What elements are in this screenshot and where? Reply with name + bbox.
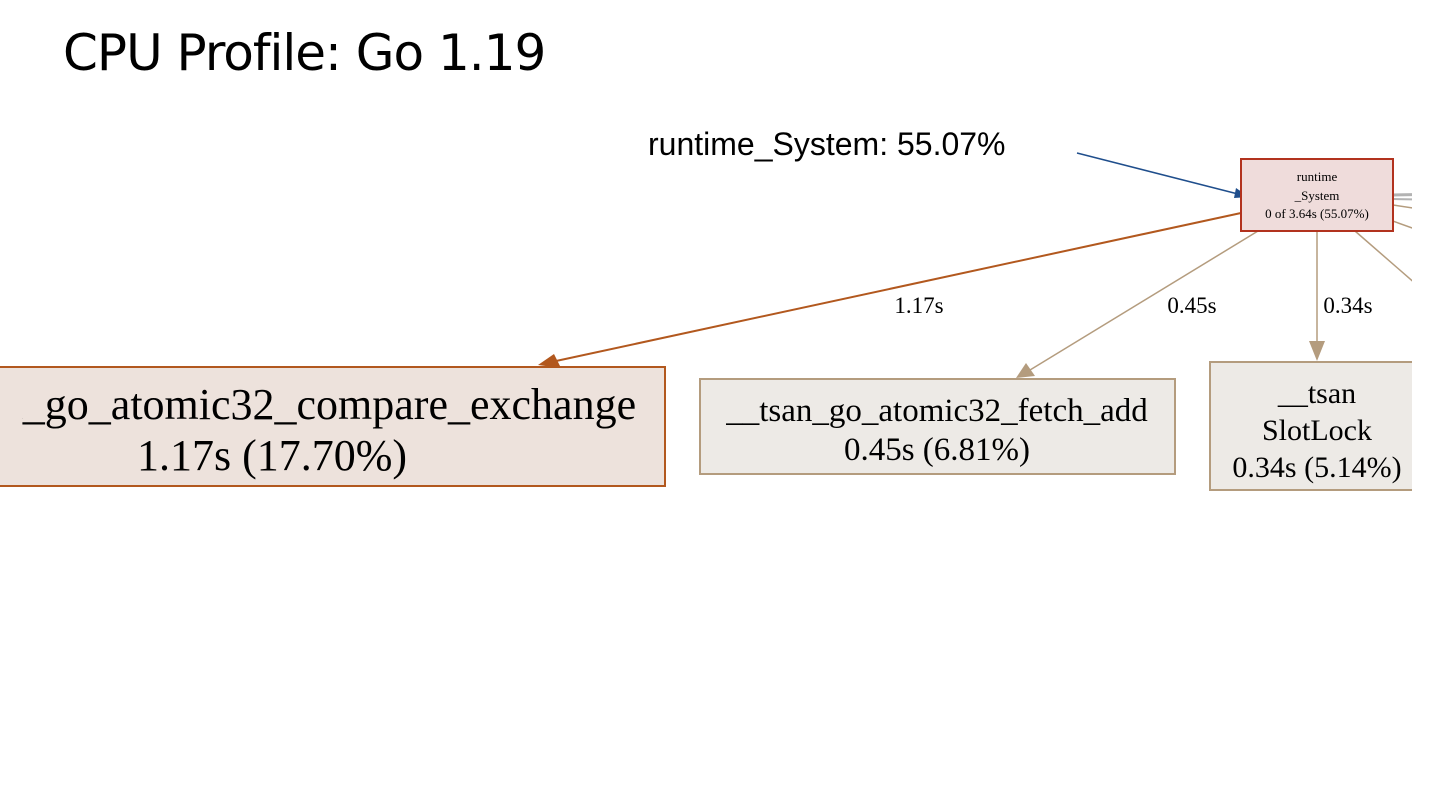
edge-slotlock: 0.34s [1309,231,1373,361]
edge-fetch-add: 0.45s [1016,230,1259,378]
node-value: 0.34s (5.14%) [1232,451,1401,484]
node-value: 0 of 3.64s (55.07%) [1265,206,1369,221]
node-name: __tsan_go_atomic32_compare_exchange [0,380,636,429]
edge-compare-exchange: 1.17s [538,212,1242,368]
node-name: _System [1294,188,1340,203]
edge-label: 1.17s [894,293,943,318]
node-name: __tsan_go_atomic32_fetch_add [725,393,1148,429]
node-runtime-system[interactable]: runtime _System 0 of 3.64s (55.07%) [1240,158,1394,232]
node-name: __tsan [1277,377,1356,410]
node-name: runtime [1297,169,1338,184]
callout-arrow [1076,152,1249,198]
node-value: 0.45s (6.81%) [844,432,1030,468]
callout-label: runtime_System: 55.07% [648,126,1006,162]
node-compare-exchange[interactable]: __tsan_go_atomic32_compare_exchange 1.17… [0,366,666,487]
edge-label: 0.45s [1167,293,1216,318]
slide-title: CPU Profile: Go 1.19 [63,24,546,82]
offscreen-edges [1354,193,1412,282]
node-slotlock[interactable]: __tsan SlotLock 0.34s (5.14%) [1209,361,1440,491]
node-value: 1.17s (17.70%) [137,431,407,480]
node-fetch-add[interactable]: __tsan_go_atomic32_fetch_add 0.45s (6.81… [699,378,1176,475]
node-name: SlotLock [1262,414,1372,447]
edge-label: 0.34s [1323,293,1372,318]
